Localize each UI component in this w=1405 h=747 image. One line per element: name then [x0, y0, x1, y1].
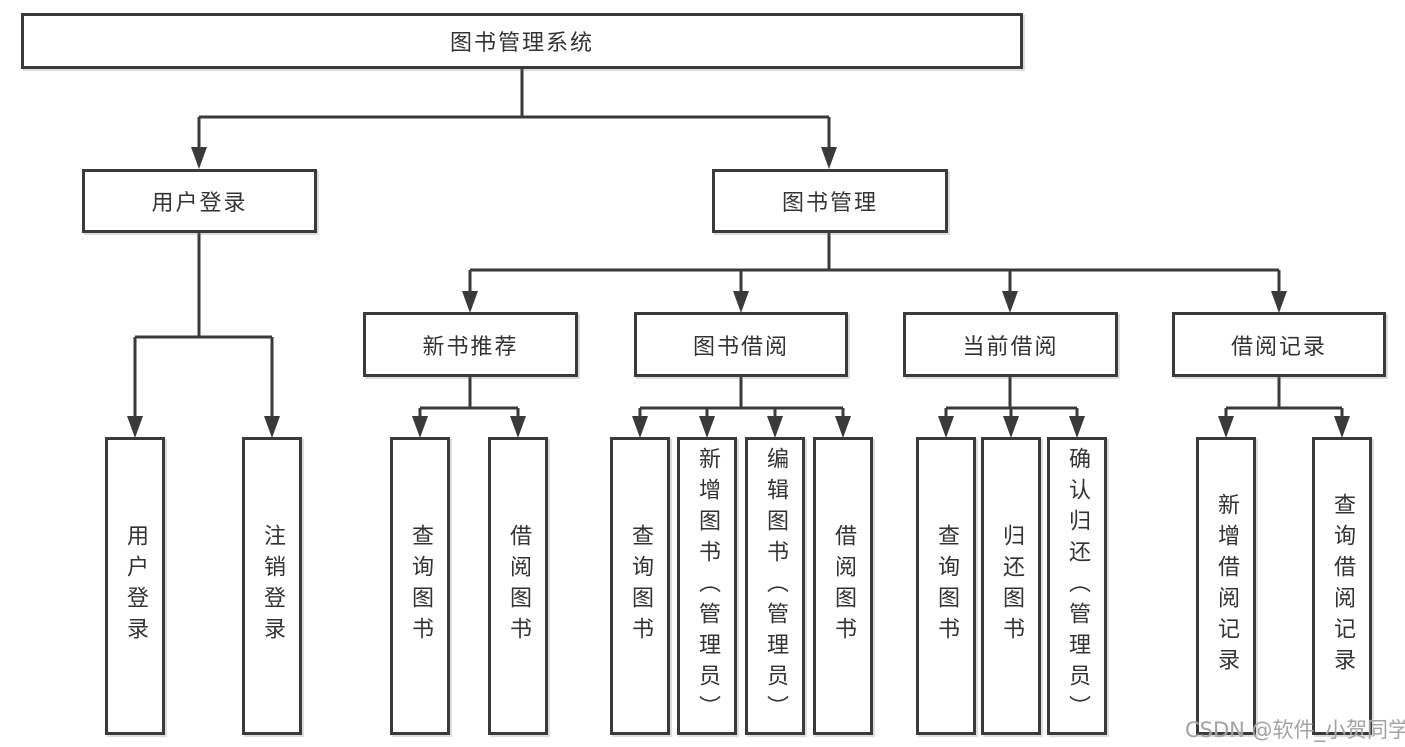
leaf-edit-books-admin-label: 编辑图书（管理员） [763, 446, 788, 726]
node-user-login-label: 用户登录 [151, 191, 248, 216]
leaf-borrow-books-borrowing-label: 借阅图书 [831, 524, 856, 648]
node-new-book-recommendation-label: 新书推荐 [422, 334, 519, 360]
leaf-return-books: 归还图书 [981, 437, 1041, 735]
leaf-user-login-label: 用户登录 [123, 524, 148, 648]
leaf-query-books-borrowing: 查询图书 [610, 437, 670, 735]
leaf-return-books-label: 归还图书 [999, 524, 1024, 648]
leaf-edit-books-admin: 编辑图书（管理员） [745, 437, 805, 735]
leaf-query-books-current-label: 查询图书 [934, 524, 959, 648]
node-borrowing-records-label: 借阅记录 [1230, 334, 1327, 360]
node-root-label: 图书管理系统 [449, 31, 594, 56]
node-new-book-recommendation: 新书推荐 [363, 312, 578, 377]
node-book-management-label: 图书管理 [781, 191, 878, 216]
node-root: 图书管理系统 [21, 13, 1023, 69]
leaf-borrow-books-borrowing: 借阅图书 [813, 437, 873, 735]
node-current-borrowing: 当前借阅 [903, 312, 1118, 377]
node-book-borrowing: 图书借阅 [634, 312, 848, 377]
node-user-login: 用户登录 [82, 169, 317, 233]
leaf-confirm-return-admin: 确认归还（管理员） [1047, 437, 1107, 735]
leaf-query-books-recommend-label: 查询图书 [408, 524, 433, 648]
leaf-add-borrow-record: 新增借阅记录 [1196, 437, 1256, 735]
leaf-query-books-borrowing-label: 查询图书 [628, 524, 653, 648]
node-current-borrowing-label: 当前借阅 [962, 334, 1059, 360]
node-borrowing-records: 借阅记录 [1172, 312, 1386, 377]
leaf-add-borrow-record-label: 新增借阅记录 [1214, 493, 1239, 679]
leaf-logout-label: 注销登录 [260, 524, 285, 648]
leaf-query-borrow-record: 查询借阅记录 [1312, 437, 1372, 735]
leaf-query-books-recommend: 查询图书 [390, 437, 450, 735]
leaf-confirm-return-admin-label: 确认归还（管理员） [1065, 446, 1090, 726]
leaf-query-borrow-record-label: 查询借阅记录 [1330, 493, 1355, 679]
leaf-add-books-admin-label: 新增图书（管理员） [695, 446, 720, 726]
leaf-user-login: 用户登录 [105, 437, 165, 735]
watermark: CSDN @软件_小贺同学 [1185, 718, 1405, 742]
leaf-logout: 注销登录 [242, 437, 302, 735]
leaf-borrow-books-recommend: 借阅图书 [488, 437, 548, 735]
node-book-management: 图书管理 [712, 169, 948, 233]
leaf-query-books-current: 查询图书 [916, 437, 976, 735]
leaf-add-books-admin: 新增图书（管理员） [677, 437, 737, 735]
leaf-borrow-books-recommend-label: 借阅图书 [506, 524, 531, 648]
node-book-borrowing-label: 图书借阅 [692, 334, 789, 360]
